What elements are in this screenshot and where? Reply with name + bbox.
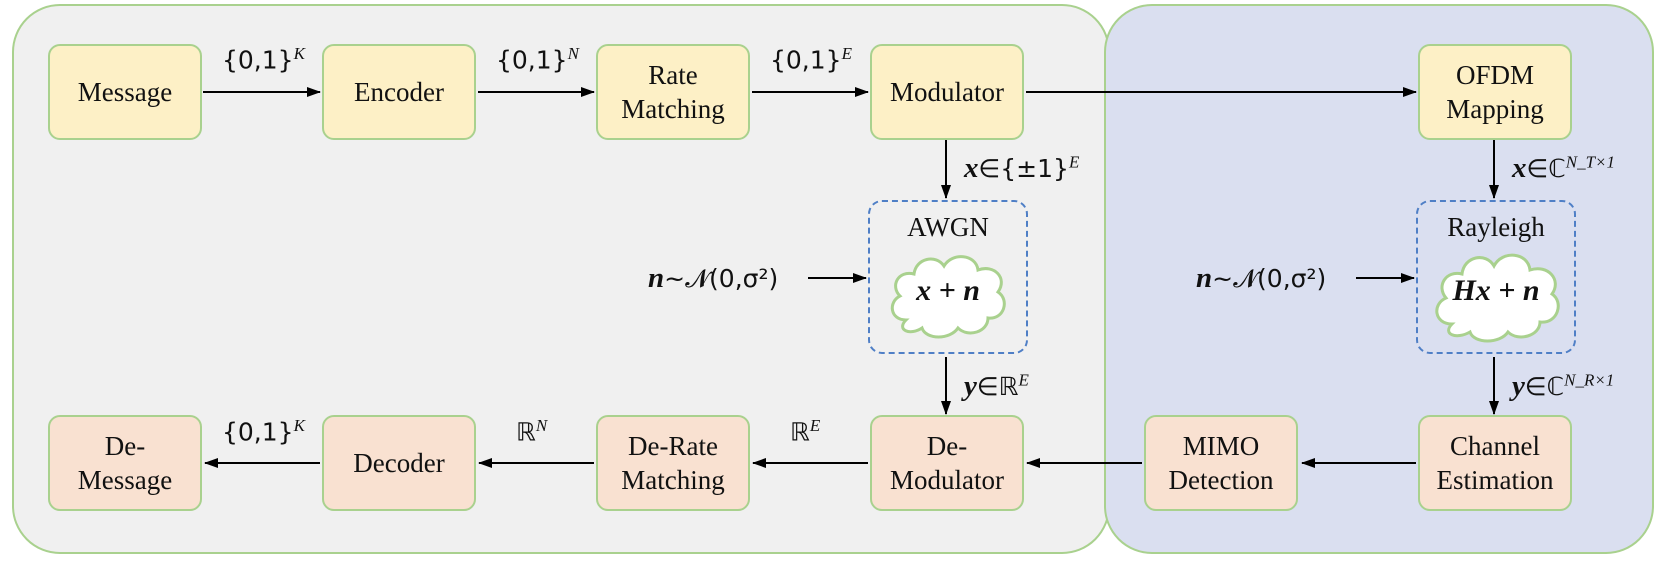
label-awgn-to-demod-rel: ∈ℝ bbox=[976, 372, 1019, 401]
label-derm-to-dec: ℝN bbox=[516, 416, 547, 446]
label-enc-to-rm-base: {0,1} bbox=[496, 45, 568, 75]
label-ofdm-to-rayleigh-rel: ∈ℂ bbox=[1526, 154, 1566, 183]
awgn-cloud-icon bbox=[890, 255, 1006, 339]
message-block: Message bbox=[48, 44, 202, 140]
label-noise-awgn-params: (0,σ²) bbox=[709, 264, 779, 293]
label-noise-awgn-dist: ~𝓝 bbox=[664, 264, 710, 293]
channel-estimation-label: Channel Estimation bbox=[1436, 431, 1554, 495]
label-demod-to-derm-base: ℝ bbox=[790, 417, 810, 447]
encoder-block: Encoder bbox=[322, 44, 476, 140]
rate-matching-block: Rate Matching bbox=[596, 44, 750, 140]
rayleigh-channel-box: Rayleigh Hx + n bbox=[1416, 200, 1576, 354]
modulator-label: Modulator bbox=[890, 77, 1004, 107]
label-noise-awgn-var: n bbox=[648, 262, 665, 294]
label-demod-to-derm: ℝE bbox=[790, 416, 820, 446]
label-dec-to-demsg-sup: K bbox=[293, 416, 305, 435]
de-modulator-label: De- Modulator bbox=[890, 431, 1004, 495]
label-demod-to-derm-sup: E bbox=[809, 416, 821, 435]
awgn-title: AWGN bbox=[907, 212, 989, 242]
mimo-detection-label: MIMO Detection bbox=[1168, 431, 1274, 495]
channel-estimation-block: Channel Estimation bbox=[1418, 415, 1572, 511]
label-awgn-to-demod: y∈ℝE bbox=[964, 370, 1029, 403]
label-derm-to-dec-sup: N bbox=[535, 416, 548, 435]
label-msg-to-enc-sup: K bbox=[293, 44, 305, 63]
decoder-block: Decoder bbox=[322, 415, 476, 511]
label-rayleigh-to-ce-var: y bbox=[1512, 370, 1525, 402]
de-message-label: De- Message bbox=[77, 431, 173, 495]
label-noise-rayleigh-var: n bbox=[1196, 262, 1213, 294]
message-label: Message bbox=[77, 77, 173, 107]
rate-matching-label: Rate Matching bbox=[621, 60, 725, 124]
label-rayleigh-to-ce-sup: N_R×1 bbox=[1564, 370, 1615, 390]
label-awgn-to-demod-sup: E bbox=[1018, 370, 1029, 390]
label-noise-awgn: n~𝓝(0,σ²) bbox=[648, 262, 778, 295]
label-enc-to-rm-sup: N bbox=[567, 44, 579, 63]
decoder-label: Decoder bbox=[353, 448, 445, 478]
label-mod-to-awgn: x∈{±1}E bbox=[964, 152, 1079, 185]
label-rm-to-mod-base: {0,1} bbox=[770, 45, 842, 75]
label-rayleigh-to-ce-rel: ∈ℂ bbox=[1524, 372, 1565, 401]
rayleigh-cloud-icon bbox=[1435, 253, 1560, 343]
label-mod-to-awgn-var: x bbox=[964, 152, 979, 184]
de-message-block: De- Message bbox=[48, 415, 202, 511]
label-rm-to-mod: {0,1}E bbox=[770, 44, 852, 74]
label-dec-to-demsg-base: {0,1} bbox=[222, 417, 294, 447]
label-msg-to-enc: {0,1}K bbox=[222, 44, 305, 74]
ofdm-mapping-label: OFDM Mapping bbox=[1446, 60, 1544, 124]
label-msg-to-enc-base: {0,1} bbox=[222, 45, 294, 75]
rayleigh-title: Rayleigh bbox=[1447, 212, 1545, 242]
encoder-label: Encoder bbox=[354, 77, 444, 107]
label-derm-to-dec-base: ℝ bbox=[516, 417, 536, 447]
label-noise-rayleigh-dist: ~𝓝 bbox=[1212, 264, 1258, 293]
label-ofdm-to-rayleigh-sup: N_T×1 bbox=[1565, 152, 1615, 172]
label-enc-to-rm: {0,1}N bbox=[496, 44, 579, 74]
label-ofdm-to-rayleigh: x∈ℂN_T×1 bbox=[1512, 152, 1615, 185]
ofdm-mapping-block: OFDM Mapping bbox=[1418, 44, 1572, 140]
label-mod-to-awgn-rel: ∈{±1} bbox=[978, 154, 1069, 183]
label-ofdm-to-rayleigh-var: x bbox=[1512, 152, 1527, 184]
awgn-expression: x + n bbox=[916, 274, 980, 307]
label-awgn-to-demod-var: y bbox=[964, 370, 977, 402]
mimo-detection-block: MIMO Detection bbox=[1144, 415, 1298, 511]
label-rayleigh-to-ce: y∈ℂN_R×1 bbox=[1512, 370, 1614, 403]
label-noise-rayleigh: n~𝓝(0,σ²) bbox=[1196, 262, 1326, 295]
de-rate-matching-label: De-Rate Matching bbox=[621, 431, 725, 495]
de-rate-matching-block: De-Rate Matching bbox=[596, 415, 750, 511]
label-rm-to-mod-sup: E bbox=[841, 44, 852, 63]
label-mod-to-awgn-sup: E bbox=[1068, 152, 1080, 172]
de-modulator-block: De- Modulator bbox=[870, 415, 1024, 511]
modulator-block: Modulator bbox=[870, 44, 1024, 140]
label-dec-to-demsg: {0,1}K bbox=[222, 416, 305, 446]
rayleigh-expression: Hx + n bbox=[1452, 274, 1540, 307]
label-noise-rayleigh-params: (0,σ²) bbox=[1257, 264, 1327, 293]
awgn-channel-box: AWGN x + n bbox=[868, 200, 1028, 354]
